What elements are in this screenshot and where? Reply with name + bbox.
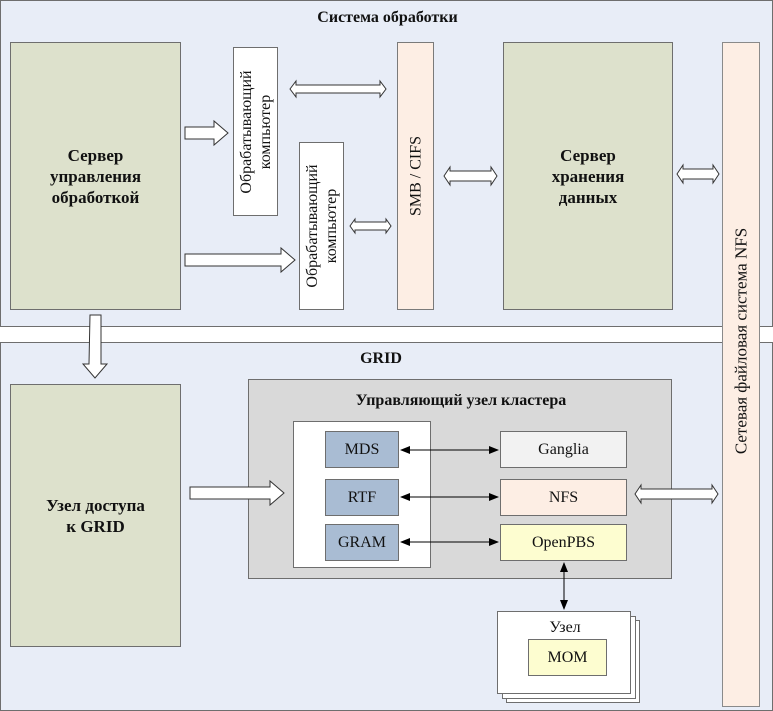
service-rtf-label: RTF bbox=[347, 488, 377, 506]
compute-node-title: Узел bbox=[549, 619, 581, 636]
storage-server-label: Сервер хранения данных bbox=[551, 145, 625, 207]
arrow-storage-nfsbar bbox=[676, 163, 720, 185]
arrow-control-to-worker1 bbox=[184, 119, 229, 147]
arrow-access-to-cluster bbox=[189, 479, 285, 507]
grid-title: GRID bbox=[360, 350, 402, 367]
service-openpbs[interactable]: OpenPBS bbox=[500, 524, 627, 561]
service-gram-label: GRAM bbox=[337, 533, 386, 551]
worker-computer-1[interactable]: Обрабатывающий компьютер bbox=[233, 47, 278, 216]
control-server-box[interactable]: Сервер управления обработкой bbox=[10, 42, 181, 310]
service-nfs-label: NFS bbox=[548, 488, 579, 506]
service-mom[interactable]: MOM bbox=[528, 639, 607, 676]
service-ganglia[interactable]: Ganglia bbox=[500, 431, 627, 468]
service-mom-label: MOM bbox=[547, 648, 588, 666]
grid-access-node-label: Узел доступа к GRID bbox=[46, 495, 145, 536]
service-mds-label: MDS bbox=[344, 440, 380, 458]
service-nfs[interactable]: NFS bbox=[500, 479, 627, 516]
service-gram[interactable]: GRAM bbox=[325, 524, 399, 561]
arrow-worker1-smb bbox=[289, 79, 387, 99]
service-mds[interactable]: MDS bbox=[325, 431, 399, 468]
processing-system-title: Система обработки bbox=[317, 9, 458, 26]
arrow-smb-storage bbox=[443, 165, 498, 187]
worker-computer-2[interactable]: Обрабатывающий компьютер bbox=[299, 142, 344, 310]
grid-access-node-box[interactable]: Узел доступа к GRID bbox=[10, 384, 181, 647]
cluster-control-node-title: Управляющий узел кластера bbox=[355, 392, 567, 409]
arrow-control-to-access-node bbox=[81, 314, 109, 379]
arrow-worker2-smb bbox=[349, 217, 392, 235]
storage-server-box[interactable]: Сервер хранения данных bbox=[503, 42, 673, 310]
service-openpbs-label: OpenPBS bbox=[531, 533, 596, 551]
smb-cifs-box[interactable]: SMB / CIFS bbox=[397, 42, 434, 310]
compute-node[interactable]: Узел MOM bbox=[497, 611, 631, 694]
nfs-network-bar[interactable]: Сетевая файловая система NFS bbox=[722, 42, 760, 707]
service-ganglia-label: Ganglia bbox=[538, 440, 589, 458]
arrow-nfs-service-nfsbar bbox=[634, 483, 719, 505]
service-rtf[interactable]: RTF bbox=[325, 479, 399, 516]
arrow-control-to-worker2 bbox=[184, 246, 296, 274]
control-server-label: Сервер управления обработкой bbox=[49, 145, 142, 207]
